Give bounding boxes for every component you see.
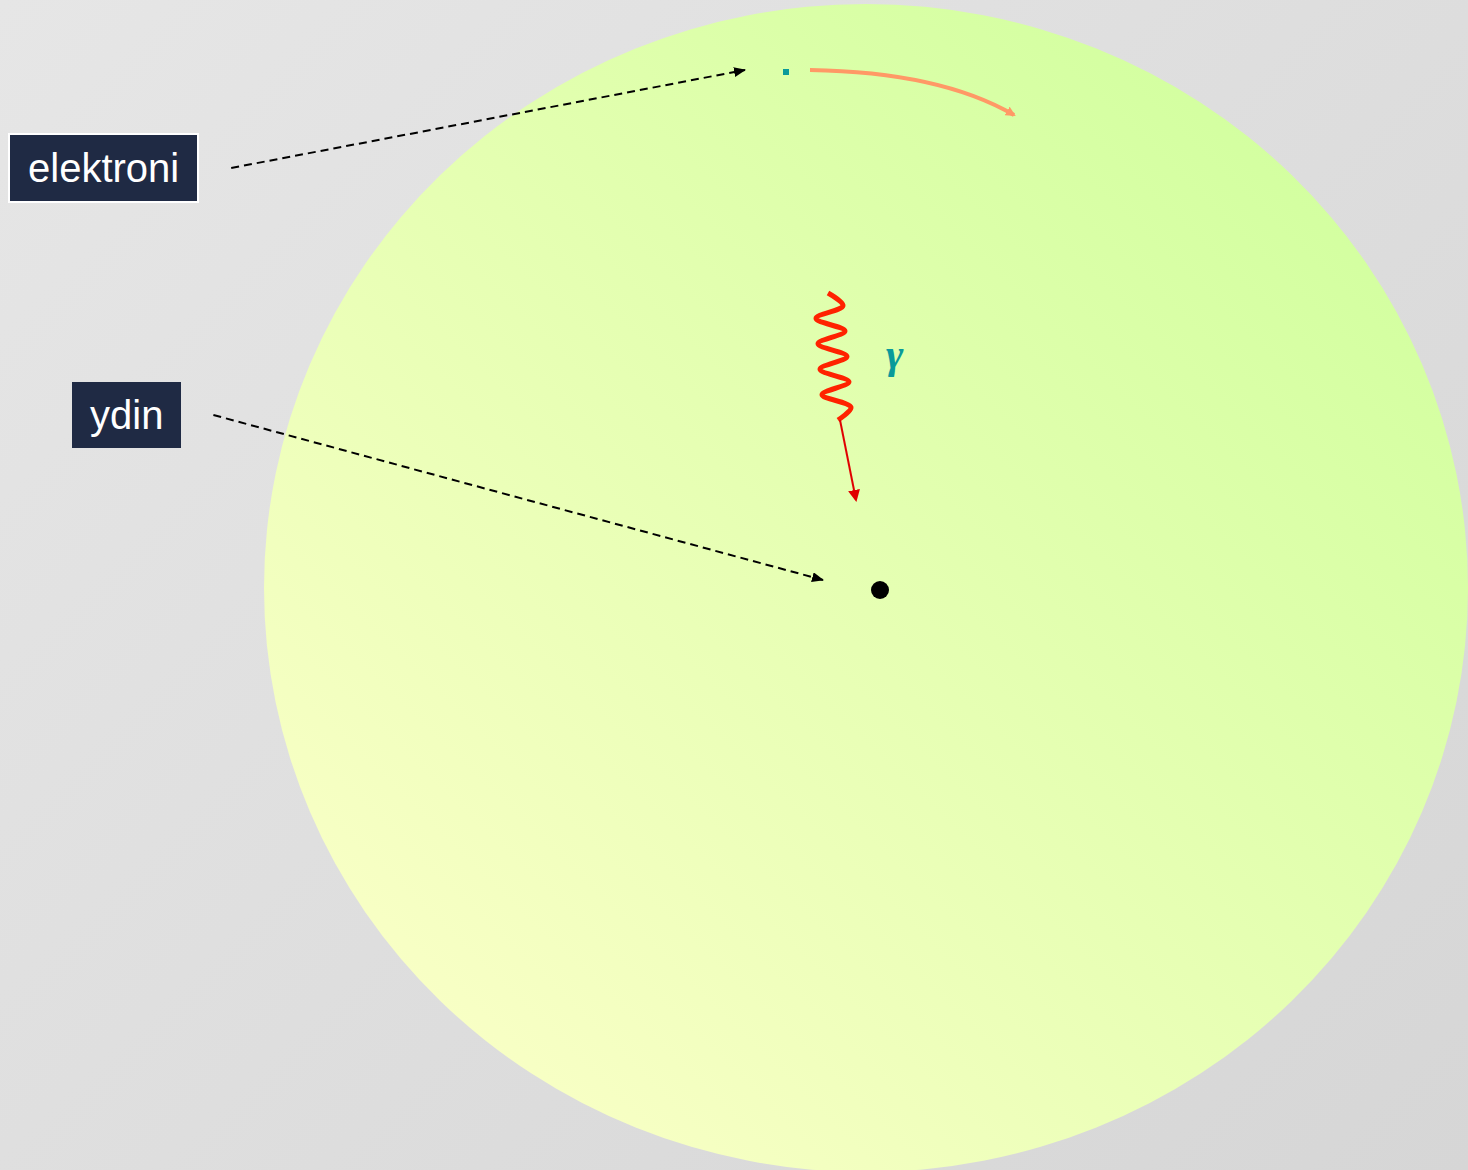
label-box: ydin <box>72 382 181 448</box>
leader-line <box>213 415 823 580</box>
label-text: ydin <box>90 392 163 438</box>
gamma-arrow <box>840 420 856 500</box>
gamma-wave <box>816 293 851 420</box>
electron-dot <box>783 69 789 75</box>
nucleus-dot <box>871 581 889 599</box>
label-box: elektroni <box>8 133 199 203</box>
leader-line <box>231 70 745 168</box>
atom-shell <box>264 4 1468 1170</box>
orbit-arrow <box>810 70 1014 115</box>
gamma-label: γ <box>886 330 903 378</box>
label-text: elektroni <box>28 145 179 191</box>
